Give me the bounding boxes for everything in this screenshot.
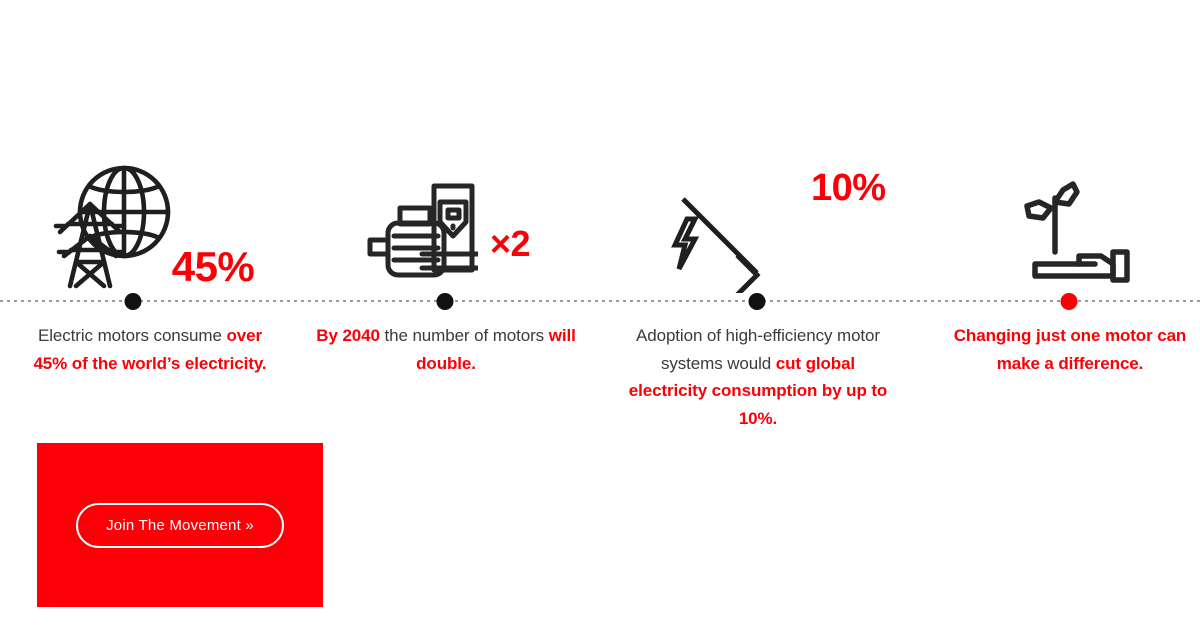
caption-part-plain: Electric motors consume <box>38 326 227 345</box>
stat-value-1: 45% <box>171 243 255 290</box>
caption-part-highlight-2: will double. <box>416 326 576 373</box>
caption-part-highlight: Changing just one motor can make a diffe… <box>953 326 1187 373</box>
caption-electricity-share: Electric motors consume over 45% of the … <box>20 322 280 377</box>
stat-column-efficiency-savings: 10% Adoption of high-efficiency motor sy… <box>608 0 908 630</box>
hand-holding-sprout-icon <box>1005 170 1135 290</box>
stat-value-3: 10% <box>811 167 886 209</box>
icon-area-2: ×2 <box>296 140 596 290</box>
caption-motor-growth: By 2040 the number of motors will double… <box>316 322 576 377</box>
caption-part-highlight: By 2040 <box>316 326 380 345</box>
caption-part-highlight: over 45% of the world’s electricity. <box>33 326 267 373</box>
stat-column-electricity-share: 45% Electric motors consume over 45% of … <box>0 0 300 630</box>
stat-value-2: ×2 <box>489 223 531 264</box>
stat-column-individual-impact: Changing just one motor can make a diffe… <box>920 0 1200 630</box>
electric-motor-drive-icon <box>362 180 478 290</box>
timeline-dot-1 <box>124 293 142 310</box>
timeline-rule <box>0 300 1200 302</box>
timeline-dot-4 <box>1060 293 1078 310</box>
globe-power-pylon-icon <box>46 160 174 290</box>
timeline-dot-3 <box>748 293 766 310</box>
caption-part-plain: Adoption of high-efficiency motor system… <box>636 326 880 373</box>
join-the-movement-button[interactable]: Join The Movement » <box>76 502 284 548</box>
downward-arrow-lightning-icon <box>665 191 785 293</box>
icon-area-3: 10% <box>608 140 908 293</box>
caption-part-plain: the number of motors <box>379 326 549 345</box>
icon-area-4 <box>920 140 1200 290</box>
stat-column-motor-growth: ×2 By 2040 the number of motors will dou… <box>296 0 596 630</box>
caption-individual-impact: Changing just one motor can make a diffe… <box>940 322 1200 377</box>
caption-efficiency-savings: Adoption of high-efficiency motor system… <box>628 322 888 432</box>
timeline-dot-2 <box>436 293 454 310</box>
cta-panel: Join The Movement » <box>37 443 323 607</box>
icon-area-1: 45% <box>0 140 300 290</box>
caption-part-highlight: cut global electricity consumption by up… <box>628 353 888 428</box>
